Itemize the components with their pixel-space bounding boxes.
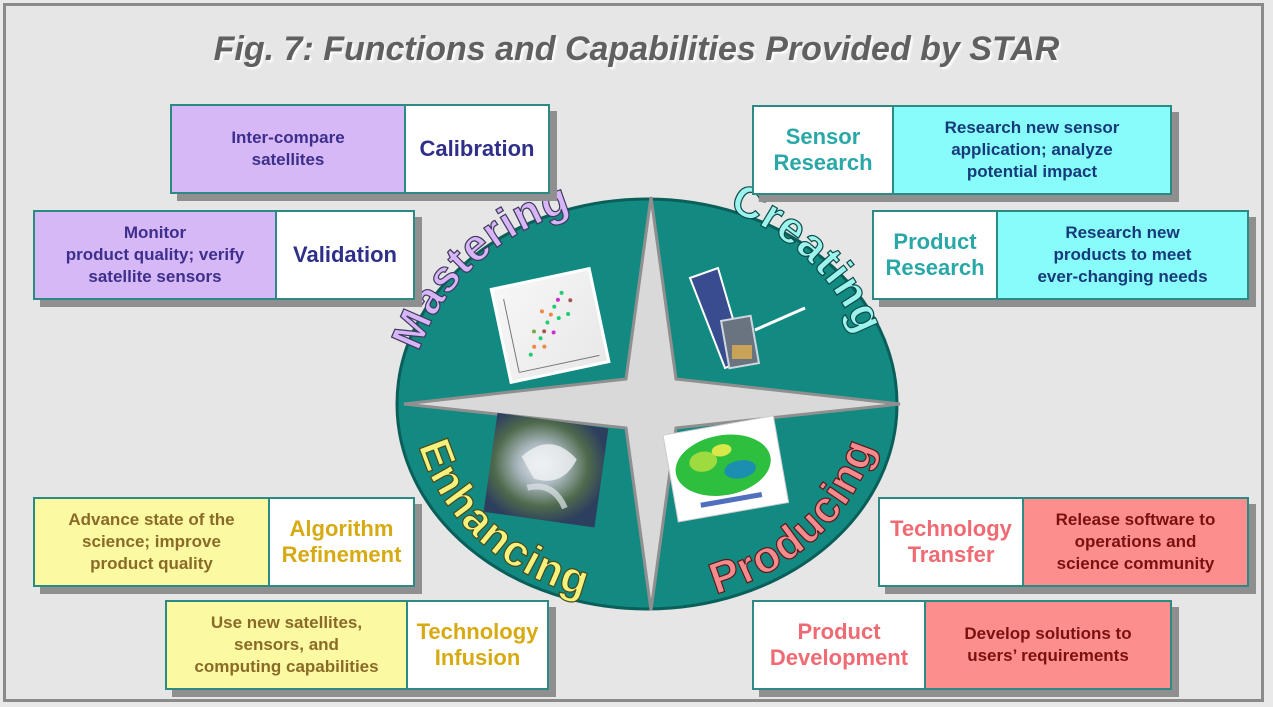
text-line: products to meet: [1053, 245, 1192, 264]
card-technology-infusion-label: Technology Infusion: [406, 602, 547, 688]
text-line: Develop solutions to: [964, 624, 1132, 643]
text-line: ever-changing needs: [1037, 267, 1208, 286]
text-line: Technology: [416, 619, 539, 644]
card-validation: Monitor product quality; verify satellit…: [33, 210, 415, 300]
text-line: Inter-compare: [231, 128, 345, 147]
compass-star: [403, 196, 901, 611]
card-algorithm-refinement-description: Advance state of the science; improve pr…: [35, 499, 268, 585]
card-validation-description: Monitor product quality; verify satellit…: [35, 212, 275, 298]
text-line: Research new: [1065, 223, 1180, 242]
text-line: users’ requirements: [967, 646, 1129, 665]
card-algorithm-refinement: Advance state of the science; improve pr…: [33, 497, 415, 587]
text-line: product quality: [90, 554, 213, 573]
text-line: Sensor: [785, 124, 861, 149]
card-technology-transfer: Technology Transfer Release software to …: [878, 497, 1249, 587]
text-line: Development: [769, 645, 909, 670]
satellite-thumbnail: [688, 266, 806, 370]
text-line: Infusion: [434, 645, 521, 670]
text-line: Release software to: [1055, 510, 1216, 529]
text-line: Product: [797, 619, 881, 644]
card-technology-infusion-description: Use new satellites, sensors, and computi…: [167, 602, 406, 688]
text-line: Validation: [293, 242, 397, 267]
text-line: Algorithm: [289, 516, 394, 541]
card-technology-transfer-label: Technology Transfer: [880, 499, 1022, 585]
product-map-thumbnail: [662, 415, 790, 523]
text-line: potential impact: [966, 162, 1098, 181]
card-technology-infusion: Use new satellites, sensors, and computi…: [165, 600, 549, 690]
text-line: Calibration: [419, 136, 535, 161]
card-calibration: Inter-compare satellites Calibration: [170, 104, 550, 194]
text-line: Refinement: [281, 542, 402, 567]
text-line: Research: [773, 150, 873, 175]
text-line: Product: [893, 229, 977, 254]
card-calibration-description: Inter-compare satellites: [172, 106, 404, 192]
card-technology-transfer-description: Release software to operations and scien…: [1022, 499, 1247, 585]
card-calibration-label: Calibration: [404, 106, 548, 192]
card-product-development: Product Development Develop solutions to…: [752, 600, 1172, 690]
text-line: science; improve: [82, 532, 221, 551]
card-algorithm-refinement-label: Algorithm Refinement: [268, 499, 413, 585]
card-sensor-research-label: Sensor Research: [754, 107, 892, 193]
card-product-research: Product Research Research new products t…: [872, 210, 1249, 300]
card-sensor-research: Sensor Research Research new sensor appl…: [752, 105, 1172, 195]
text-line: Research: [885, 255, 985, 280]
card-product-development-label: Product Development: [754, 602, 924, 688]
text-line: application; analyze: [951, 140, 1113, 159]
text-line: Transfer: [907, 542, 995, 567]
card-product-development-description: Develop solutions to users’ requirements: [924, 602, 1170, 688]
text-line: science community: [1056, 554, 1215, 573]
text-line: product quality; verify: [65, 245, 245, 264]
card-sensor-research-description: Research new sensor application; analyze…: [892, 107, 1170, 193]
satellite-cloud-image-thumbnail: [483, 412, 609, 528]
scatter-plot-thumbnail: [489, 266, 611, 385]
text-line: satellites: [251, 150, 325, 169]
card-product-research-description: Research new products to meet ever-chang…: [996, 212, 1247, 298]
text-line: sensors, and: [234, 635, 339, 654]
figure-title: Fig. 7: Functions and Capabilities Provi…: [213, 30, 1060, 68]
text-line: computing capabilities: [194, 657, 379, 676]
text-line: Monitor: [123, 223, 187, 242]
card-validation-label: Validation: [275, 212, 413, 298]
text-line: operations and: [1074, 532, 1197, 551]
text-line: Use new satellites,: [210, 613, 363, 632]
text-line: Research new sensor: [944, 118, 1120, 137]
card-product-research-label: Product Research: [874, 212, 996, 298]
text-line: Advance state of the: [68, 510, 235, 529]
text-line: satellite sensors: [88, 267, 222, 286]
text-line: Technology: [890, 516, 1012, 541]
